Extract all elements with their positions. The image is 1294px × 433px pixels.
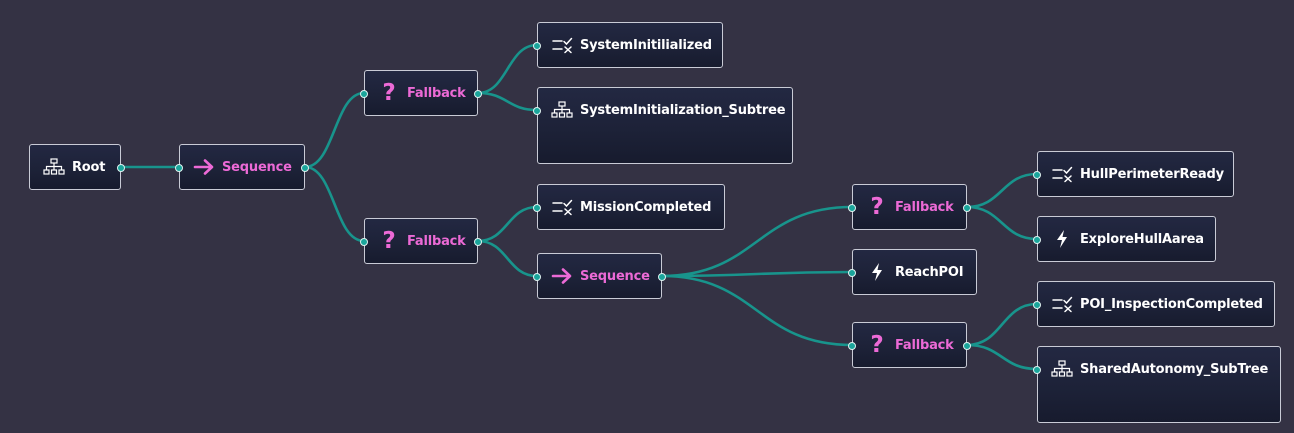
subtree-icon: [1051, 358, 1073, 380]
question-mark-icon: ?: [870, 331, 884, 358]
subtree-icon: [43, 156, 65, 178]
input-port[interactable]: [848, 269, 856, 277]
edge-fb2-to-mission: [477, 205, 538, 243]
condition-icon: [551, 34, 573, 56]
output-port[interactable]: [474, 90, 482, 98]
edge-seq2-to-fb4: [661, 274, 853, 347]
input-port[interactable]: [1033, 171, 1041, 179]
node-header: POI_InspectionCompleted: [1038, 282, 1274, 326]
node-fb1[interactable]: ? Fallback: [360, 70, 482, 116]
node-label: SharedAutonomy_SubTree: [1080, 361, 1269, 377]
node-poiinsp[interactable]: POI_InspectionCompleted: [1033, 281, 1275, 327]
edge-seq1-to-fb1: [304, 91, 365, 169]
question-mark-icon: ?: [870, 193, 884, 220]
edge-fb3-to-explore: [966, 205, 1038, 241]
node-mission[interactable]: MissionCompleted: [533, 184, 725, 230]
input-port[interactable]: [1033, 301, 1041, 309]
node-label: Fallback: [407, 233, 466, 249]
output-port[interactable]: [301, 164, 309, 172]
arrow-right-icon: [193, 156, 215, 178]
node-label: Sequence: [580, 268, 650, 284]
node-label: Root: [72, 159, 106, 175]
arrow-right-icon: [551, 265, 573, 287]
node-fb4[interactable]: ? Fallback: [848, 322, 971, 368]
node-label: Fallback: [895, 199, 954, 215]
node-label: ExploreHullAarea: [1080, 231, 1204, 247]
node-label: SystemInitialization_Subtree: [580, 102, 786, 118]
input-port[interactable]: [533, 273, 541, 281]
edge-seq2-to-fb3: [661, 205, 853, 278]
input-port[interactable]: [533, 42, 541, 50]
node-label: MissionCompleted: [580, 199, 712, 215]
edge-fb3-to-hullready: [966, 172, 1038, 209]
input-port[interactable]: [848, 342, 856, 350]
node-hullready[interactable]: HullPerimeterReady: [1033, 151, 1234, 197]
node-header: Root: [30, 145, 120, 189]
node-label: POI_InspectionCompleted: [1080, 296, 1263, 312]
node-label: ReachPOI: [895, 264, 964, 280]
question-mark-icon: ?: [382, 227, 396, 254]
input-port[interactable]: [175, 164, 183, 172]
node-header: ? Fallback: [853, 323, 966, 367]
node-explore[interactable]: ExploreHullAarea: [1033, 216, 1216, 262]
edge-fb4-to-shared: [966, 343, 1038, 371]
node-label: Sequence: [222, 159, 292, 175]
node-header: SharedAutonomy_SubTree: [1038, 347, 1280, 391]
edge-fb1-to-sysinit_sub: [477, 91, 538, 112]
edge-fb2-to-seq2: [477, 239, 538, 278]
node-seq2[interactable]: Sequence: [533, 253, 666, 299]
node-header: ExploreHullAarea: [1038, 217, 1215, 261]
condition-icon: [551, 196, 573, 218]
input-port[interactable]: [1033, 366, 1041, 374]
input-port[interactable]: [360, 238, 368, 246]
output-port[interactable]: [117, 164, 125, 172]
input-port[interactable]: [533, 204, 541, 212]
node-fb3[interactable]: ? Fallback: [848, 184, 971, 230]
node-header: MissionCompleted: [538, 185, 724, 229]
output-port[interactable]: [963, 342, 971, 350]
node-header: HullPerimeterReady: [1038, 152, 1233, 196]
input-port[interactable]: [1033, 236, 1041, 244]
edge-fb1-to-sysinit: [477, 43, 538, 95]
input-port[interactable]: [533, 107, 541, 115]
node-sysinit_sub[interactable]: SystemInitialization_Subtree: [533, 87, 793, 164]
node-shared[interactable]: SharedAutonomy_SubTree: [1033, 346, 1281, 423]
node-header: SystemInitialization_Subtree: [538, 88, 792, 132]
node-label: SystemInitilialized: [580, 37, 712, 53]
edge-seq1-to-fb2: [304, 165, 365, 243]
node-fb2[interactable]: ? Fallback: [360, 218, 482, 264]
lightning-icon: [866, 261, 888, 283]
condition-icon: [1051, 293, 1073, 315]
edge-seq2-to-reachpoi: [661, 270, 853, 278]
condition-icon: [1051, 163, 1073, 185]
node-header: SystemInitilialized: [538, 23, 722, 67]
node-header: Sequence: [180, 145, 304, 189]
node-header: ? Fallback: [853, 185, 966, 229]
node-header: ? Fallback: [365, 219, 477, 263]
node-label: HullPerimeterReady: [1080, 166, 1224, 182]
output-port[interactable]: [658, 273, 666, 281]
node-header: ? Fallback: [365, 71, 477, 115]
input-port[interactable]: [360, 90, 368, 98]
node-seq1[interactable]: Sequence: [175, 144, 309, 190]
node-sysinit[interactable]: SystemInitilialized: [533, 22, 723, 68]
question-mark-icon: ?: [382, 79, 396, 106]
subtree-icon: [551, 99, 573, 121]
node-label: Fallback: [407, 85, 466, 101]
edge-fb4-to-poiinsp: [966, 302, 1038, 347]
node-label: Fallback: [895, 337, 954, 353]
input-port[interactable]: [848, 204, 856, 212]
node-reachpoi[interactable]: ReachPOI: [848, 249, 977, 295]
lightning-icon: [1051, 228, 1073, 250]
node-root[interactable]: Root: [29, 144, 125, 190]
output-port[interactable]: [963, 204, 971, 212]
output-port[interactable]: [474, 238, 482, 246]
node-header: ReachPOI: [853, 250, 976, 294]
node-header: Sequence: [538, 254, 661, 298]
